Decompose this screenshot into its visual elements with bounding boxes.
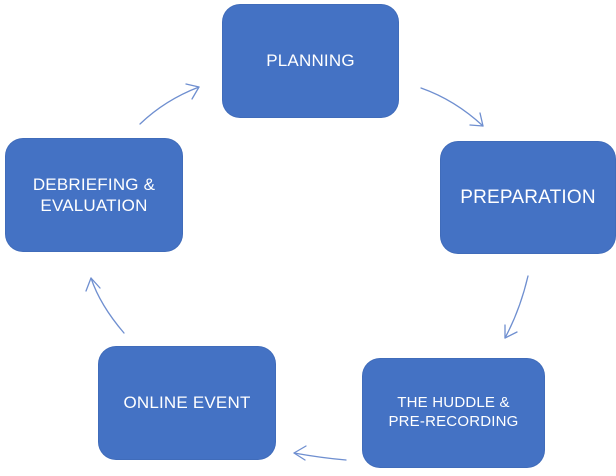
arrow-planning-to-preparation-icon [420, 87, 484, 127]
stage-debriefing-box: DEBRIEFING & EVALUATION [5, 138, 183, 252]
arrow-huddle-to-online-icon [293, 445, 347, 461]
stage-huddle-label: THE HUDDLE & PRE-RECORDING [388, 394, 519, 430]
stage-online-event-label: ONLINE EVENT [123, 393, 251, 413]
arrow-online-to-debrief-icon [85, 277, 125, 334]
stage-planning-label: PLANNING [266, 51, 355, 71]
stage-online-event-box: ONLINE EVENT [98, 346, 276, 460]
stage-debriefing-label: DEBRIEFING & EVALUATION [32, 174, 156, 215]
arrow-preparation-to-huddle-icon [504, 275, 529, 339]
arrow-debrief-to-planning-icon [139, 83, 200, 125]
stage-preparation-box: PREPARATION [440, 141, 616, 254]
stage-planning-box: PLANNING [222, 4, 399, 118]
stage-preparation-label: PREPARATION [460, 186, 596, 208]
stage-huddle-box: THE HUDDLE & PRE-RECORDING [362, 358, 545, 468]
